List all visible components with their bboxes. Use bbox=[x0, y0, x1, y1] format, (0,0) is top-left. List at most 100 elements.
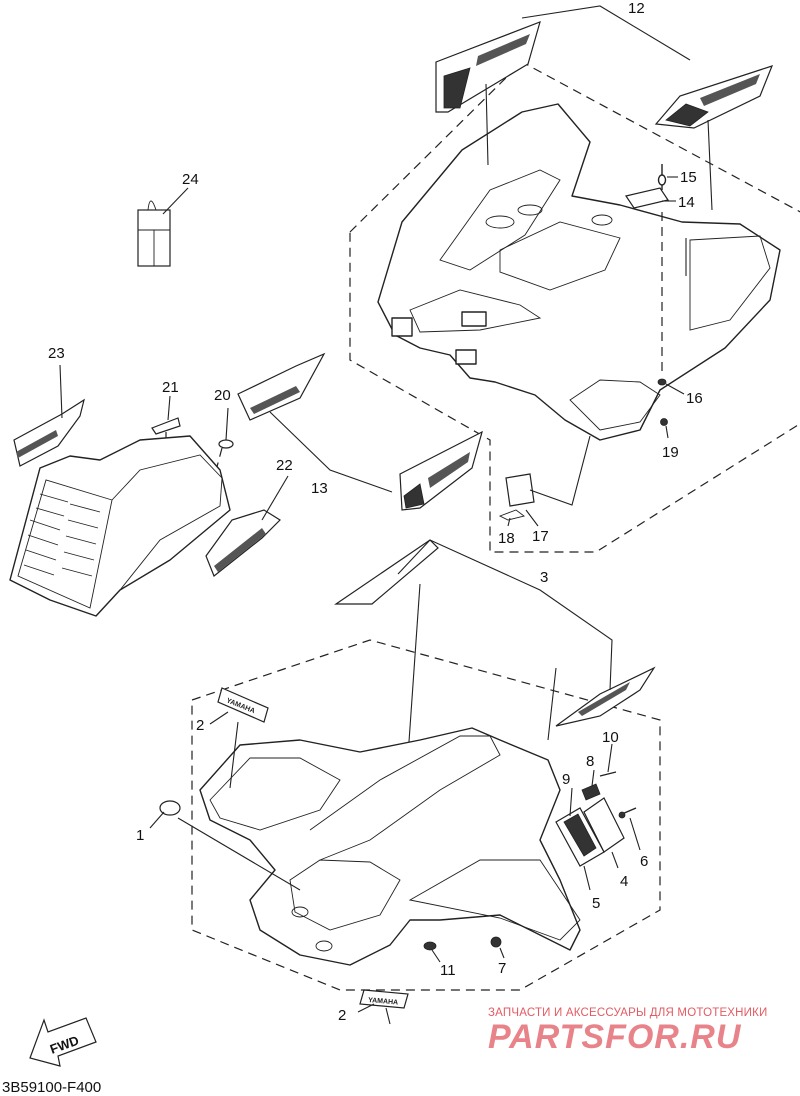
rear-fender-hole-1 bbox=[485, 215, 515, 229]
callout-2-lower: 2 bbox=[338, 1007, 346, 1024]
side-decal-12-left bbox=[435, 21, 541, 113]
watermark: ЗАПЧАСТИ И АКСЕССУАРЫ ДЛЯ МОТОТЕХНИКИ PA… bbox=[488, 1007, 767, 1056]
callout-11: 11 bbox=[440, 962, 456, 979]
rear-fender bbox=[377, 103, 781, 441]
yamaha-emblem-lower: YAMAHA bbox=[359, 989, 409, 1009]
callout-18: 18 bbox=[498, 530, 515, 547]
callout-10: 10 bbox=[602, 729, 619, 746]
drawing-code: 3B59100-F400 bbox=[2, 1079, 101, 1096]
reflector-lens-4 bbox=[583, 797, 625, 853]
grommet-20 bbox=[218, 439, 234, 449]
pin-15-head bbox=[657, 174, 667, 186]
reflector-gasket-9 bbox=[563, 813, 597, 857]
forward-direction-arrow: FWD bbox=[29, 1017, 97, 1067]
rear-fender-bracket-2 bbox=[461, 311, 487, 327]
callout-7: 7 bbox=[498, 960, 506, 977]
nut-7 bbox=[490, 936, 502, 948]
grommet-11 bbox=[423, 941, 437, 951]
callout-1: 1 bbox=[136, 827, 144, 844]
left-parts-group: 24 23 21 20 bbox=[9, 171, 293, 617]
side-decal-13-right bbox=[399, 430, 483, 511]
rear-fender-hole-3 bbox=[591, 214, 613, 226]
leader-18 bbox=[507, 517, 511, 527]
plate-17 bbox=[505, 473, 535, 507]
callout-5: 5 bbox=[592, 895, 600, 912]
bolt-19 bbox=[660, 418, 668, 426]
front-fender bbox=[199, 727, 581, 966]
decal-22 bbox=[205, 509, 281, 577]
screw-10 bbox=[599, 771, 617, 777]
leader-12-left bbox=[485, 83, 489, 166]
callout-9: 9 bbox=[562, 771, 570, 788]
rear-fender-boundary bbox=[349, 61, 800, 553]
grommet-16 bbox=[657, 378, 667, 386]
callout-6: 6 bbox=[640, 853, 648, 870]
callout-20: 20 bbox=[214, 387, 231, 404]
grille-slots bbox=[23, 493, 101, 577]
front-grille-side bbox=[111, 454, 223, 591]
front-fender-headlight-pod bbox=[289, 859, 401, 931]
yamaha-emblem-upper: YAMAHA bbox=[217, 687, 269, 723]
leader-17 bbox=[525, 509, 539, 527]
rear-fender-bracket-1 bbox=[391, 317, 413, 337]
rear-fender-hole-2 bbox=[517, 204, 543, 216]
leader-1 bbox=[149, 811, 165, 829]
leader-13 bbox=[269, 411, 393, 493]
leader-12-right bbox=[707, 119, 713, 211]
label-21 bbox=[151, 417, 181, 435]
callout-12: 12 bbox=[628, 0, 645, 17]
leader-4 bbox=[611, 851, 619, 869]
callout-22: 22 bbox=[276, 457, 293, 474]
callout-21: 21 bbox=[162, 379, 179, 396]
front-grille-panel bbox=[9, 435, 231, 617]
rear-fender-bracket-3 bbox=[455, 349, 477, 365]
callout-13: 13 bbox=[311, 480, 328, 497]
callout-23: 23 bbox=[48, 345, 65, 362]
front-fender-spine bbox=[309, 735, 501, 861]
leader-7 bbox=[499, 947, 505, 959]
screw-18 bbox=[498, 509, 526, 521]
top-decal-3 bbox=[334, 539, 656, 727]
leader-22 bbox=[261, 475, 289, 521]
leader-9 bbox=[569, 787, 573, 817]
leader-5 bbox=[583, 865, 591, 891]
front-fender-left-well bbox=[209, 757, 341, 831]
watermark-brand: PARTSFOR.RU bbox=[488, 1018, 742, 1056]
rear-fender-tray bbox=[499, 221, 621, 291]
leader-24 bbox=[162, 187, 189, 215]
hang-tag-24-loop bbox=[147, 200, 157, 211]
callout-2-upper: 2 bbox=[196, 717, 204, 734]
leader-17-up bbox=[529, 435, 591, 506]
callout-17: 17 bbox=[532, 528, 549, 545]
leader-6 bbox=[629, 817, 641, 851]
rear-fender-left-rail bbox=[409, 289, 542, 333]
callout-4: 4 bbox=[620, 873, 628, 890]
callout-16: 16 bbox=[686, 390, 703, 407]
callout-15: 15 bbox=[680, 169, 697, 186]
callout-24: 24 bbox=[182, 171, 199, 188]
callout-8: 8 bbox=[586, 753, 594, 770]
leader-23 bbox=[59, 364, 63, 419]
side-decal-12-right bbox=[654, 65, 774, 129]
callout-14: 14 bbox=[678, 194, 695, 211]
leader-19 bbox=[665, 425, 669, 439]
callout-19: 19 bbox=[662, 444, 679, 461]
front-fender-group: 3 YAMAHA 2 YAMAHA 2 1 bbox=[136, 539, 661, 1025]
rear-fender-seat-recess bbox=[439, 169, 561, 271]
leader-3 bbox=[397, 539, 613, 691]
caution-label-14 bbox=[625, 187, 669, 209]
leader-21 bbox=[167, 395, 171, 421]
rear-fender-right-panel bbox=[689, 235, 771, 331]
side-decal-13-left bbox=[237, 352, 326, 421]
leader-20 bbox=[225, 407, 229, 441]
leader-2-lower bbox=[357, 1003, 375, 1013]
cap-1 bbox=[159, 800, 181, 816]
svg-text:YAMAHA: YAMAHA bbox=[368, 997, 399, 1007]
leader-8 bbox=[591, 769, 595, 787]
callout-3: 3 bbox=[540, 569, 548, 586]
leader-10 bbox=[607, 743, 613, 773]
leader-2-upper bbox=[209, 711, 229, 725]
leader-12 bbox=[521, 5, 691, 61]
bracket-8 bbox=[581, 783, 601, 801]
